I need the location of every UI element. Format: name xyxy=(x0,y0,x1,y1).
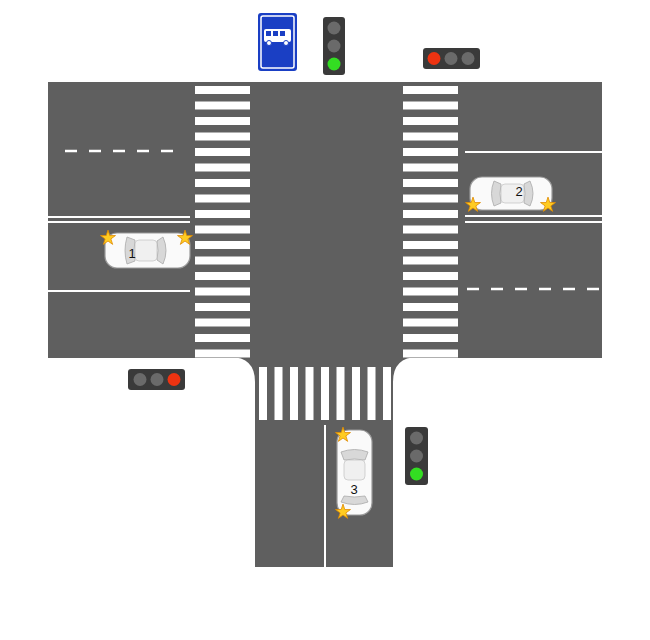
callout-number: 3 xyxy=(350,483,357,496)
crosswalk-stripe xyxy=(403,350,458,358)
crosswalk-stripe xyxy=(195,179,250,187)
crosswalk-stripe xyxy=(403,117,458,125)
car-body xyxy=(337,430,372,515)
crosswalk-stripe xyxy=(403,148,458,156)
turn-signal xyxy=(335,427,350,441)
side-road xyxy=(230,357,418,567)
crosswalk-stripe xyxy=(275,367,283,420)
crosswalk-stripe xyxy=(195,350,250,358)
traffic-light-green xyxy=(405,427,428,485)
crosswalk-stripe xyxy=(195,241,250,249)
solid-lane-line xyxy=(465,151,602,153)
crosswalk-stripe xyxy=(337,367,345,420)
crosswalk xyxy=(195,86,250,358)
crosswalk-stripe xyxy=(195,272,250,280)
crosswalk-stripe xyxy=(306,367,314,420)
crosswalk-stripe xyxy=(195,148,250,156)
crosswalk-stripe xyxy=(195,303,250,311)
crosswalk-stripe xyxy=(195,334,250,342)
callout-number: 1 xyxy=(128,247,135,260)
turn-signal xyxy=(335,504,350,518)
crosswalk xyxy=(259,367,391,420)
crosswalk-stripe xyxy=(403,257,458,265)
crosswalk-stripe xyxy=(195,164,250,172)
crosswalk-stripe xyxy=(403,133,458,141)
turn-signal xyxy=(177,230,192,244)
double-line xyxy=(465,215,602,217)
crosswalk-stripe xyxy=(403,241,458,249)
crosswalk-stripe xyxy=(290,367,298,420)
turn-signals xyxy=(100,197,555,518)
main-road xyxy=(48,82,602,358)
crosswalk-stripe xyxy=(403,210,458,218)
crosswalk-stripe xyxy=(403,226,458,234)
car-number: 1 xyxy=(125,245,139,262)
crosswalk-stripe xyxy=(195,102,250,110)
crosswalk-stripe xyxy=(195,226,250,234)
dashed-lane-line xyxy=(467,288,600,291)
solid-lane-line xyxy=(324,425,326,567)
callout-number: 2 xyxy=(515,185,522,198)
crosswalk-stripe xyxy=(195,319,250,327)
dashed-lane-line xyxy=(65,150,180,153)
solid-lane-line xyxy=(48,290,190,292)
crosswalk-stripe xyxy=(403,303,458,311)
crosswalk-stripe xyxy=(195,210,250,218)
car-number: 3 xyxy=(347,481,361,498)
turn-signal xyxy=(100,230,115,244)
crosswalk-stripe xyxy=(403,288,458,296)
car-number: 2 xyxy=(512,183,526,200)
crosswalk-stripe xyxy=(403,164,458,172)
crosswalk-stripe xyxy=(403,102,458,110)
double-line xyxy=(48,221,190,223)
crosswalk-stripe xyxy=(403,319,458,327)
crosswalk-stripe xyxy=(195,86,250,94)
turn-signal xyxy=(540,197,555,211)
crosswalk-stripe xyxy=(195,257,250,265)
car-body xyxy=(470,177,552,210)
crosswalk-stripe xyxy=(383,367,391,420)
crosswalk-stripe xyxy=(195,288,250,296)
crosswalk-stripe xyxy=(403,195,458,203)
crosswalk-stripe xyxy=(195,133,250,141)
crosswalk-stripe xyxy=(321,367,329,420)
double-line xyxy=(48,216,190,218)
traffic-light-green xyxy=(323,17,345,75)
turn-signal xyxy=(465,197,480,211)
crosswalk-stripe xyxy=(403,272,458,280)
crosswalk-stripe xyxy=(259,367,267,420)
car-body xyxy=(105,233,190,268)
double-line xyxy=(465,221,602,223)
crosswalk-stripe xyxy=(195,195,250,203)
crosswalk-stripe xyxy=(195,117,250,125)
crosswalk-stripe xyxy=(368,367,376,420)
crosswalk-stripe xyxy=(403,86,458,94)
traffic-light-red xyxy=(423,48,480,69)
crosswalk-stripe xyxy=(403,334,458,342)
bus-stop-sign xyxy=(258,13,297,71)
crosswalk-stripe xyxy=(403,179,458,187)
crosswalk-stripe xyxy=(352,367,360,420)
crosswalk xyxy=(403,86,458,358)
traffic-light-red xyxy=(128,369,185,390)
